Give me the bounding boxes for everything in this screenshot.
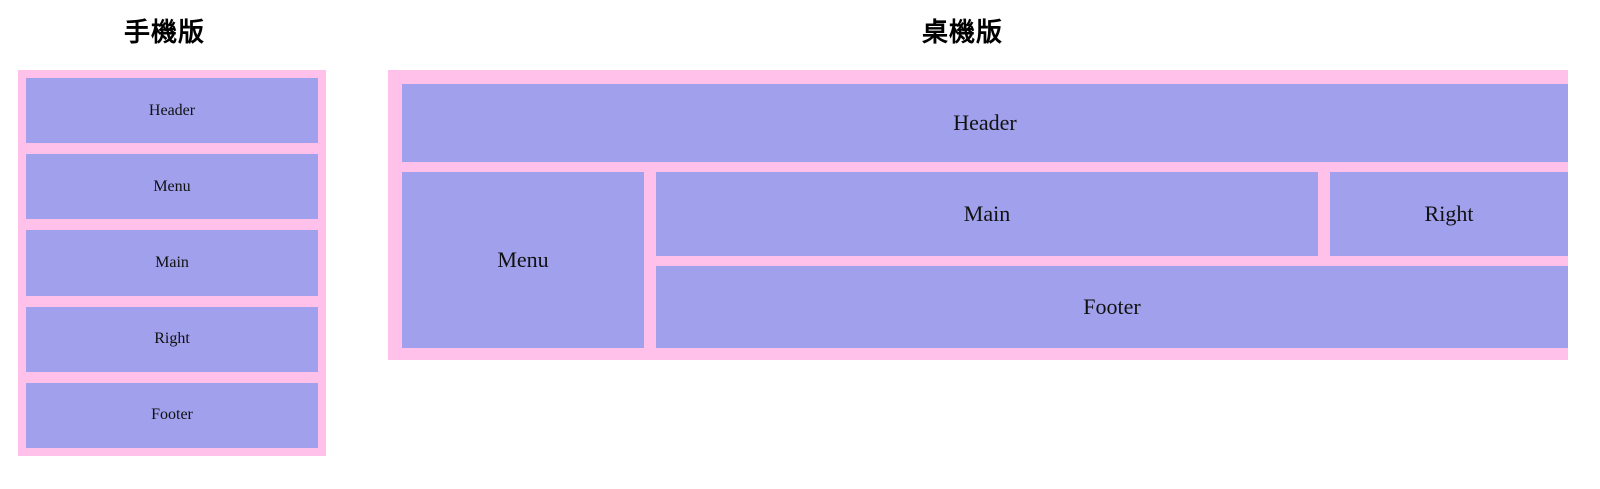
desktop-layout-title: 桌機版	[922, 18, 1004, 48]
mobile-block-footer: Footer	[26, 382, 318, 448]
mobile-layout-container: Header Menu Main Right Footer	[18, 70, 326, 456]
mobile-block-right: Right	[26, 306, 318, 372]
desktop-block-right: Right	[1330, 172, 1568, 256]
desktop-layout-container: Header Menu Main Right Footer	[388, 70, 1568, 360]
mobile-block-header: Header	[26, 78, 318, 144]
mobile-layout-title: 手機版	[124, 18, 206, 48]
mobile-block-main: Main	[26, 230, 318, 296]
desktop-block-main: Main	[656, 172, 1318, 256]
desktop-block-header: Header	[402, 84, 1568, 162]
desktop-block-footer: Footer	[656, 266, 1568, 348]
mobile-block-menu: Menu	[26, 154, 318, 220]
desktop-block-menu: Menu	[402, 172, 644, 348]
